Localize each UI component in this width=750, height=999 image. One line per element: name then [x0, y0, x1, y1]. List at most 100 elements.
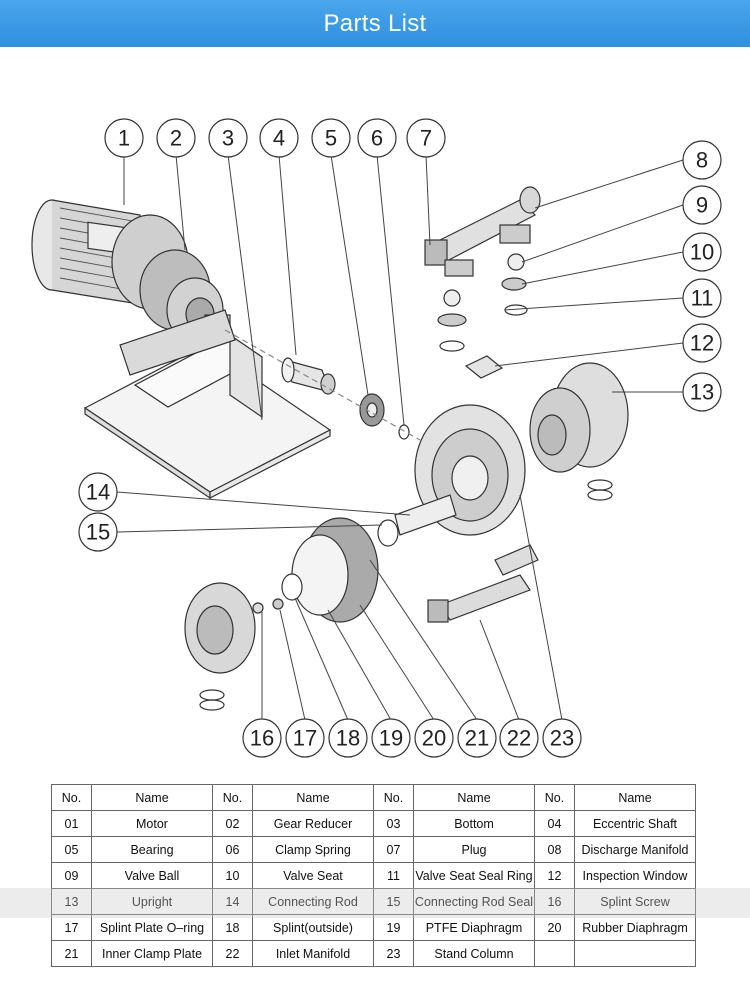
title-banner: Parts List — [0, 0, 750, 47]
callout-2: 2 — [170, 126, 182, 151]
callout-12: 12 — [690, 331, 714, 356]
table-cell: 23 — [373, 940, 414, 967]
table-cell: 07 — [373, 836, 414, 863]
table-cell: 13 — [51, 888, 92, 915]
table-cell: Valve Seat Seal Ring — [413, 862, 535, 889]
table-cell: Splint Plate O–ring — [91, 914, 213, 941]
callout-8: 8 — [696, 148, 708, 173]
ptfe-diaphragm-drawing — [291, 534, 349, 616]
table-header-row: No. Name No. Name No. Name No. Name — [51, 784, 696, 811]
table-cell: Bearing — [91, 836, 213, 863]
table-cell: 10 — [212, 862, 253, 889]
table-cell: 02 — [212, 810, 253, 837]
callout-22: 22 — [507, 726, 531, 751]
table-cell — [574, 940, 696, 967]
table-cell: 04 — [534, 810, 575, 837]
header-cell: Name — [413, 784, 535, 811]
table-cell: Connecting Rod Seal — [413, 888, 535, 915]
left-upright-drawing — [184, 582, 256, 711]
valve-ball-drawing — [443, 289, 461, 307]
callout-5: 5 — [325, 126, 337, 151]
table-cell: Bottom — [413, 810, 535, 837]
clamp-spring-drawing — [398, 424, 410, 440]
table-cell: 03 — [373, 810, 414, 837]
table-cell: 16 — [534, 888, 575, 915]
table-cell: Rubber Diaphragm — [574, 914, 696, 941]
table-cell: 21 — [51, 940, 92, 967]
table-cell: 22 — [212, 940, 253, 967]
callout-21: 21 — [465, 726, 489, 751]
table-row: 13 Upright 14 Connecting Rod 15 Connecti… — [51, 888, 696, 915]
table-cell: 20 — [534, 914, 575, 941]
table-cell — [534, 940, 575, 967]
valve-seat-drawing — [437, 313, 467, 327]
table-cell: 06 — [212, 836, 253, 863]
eccentric-shaft-drawing — [281, 357, 336, 395]
table-cell: Gear Reducer — [252, 810, 374, 837]
upright-drawing — [529, 362, 629, 501]
splint-screw-drawing — [252, 602, 264, 614]
table-row: 09 Valve Ball 10 Valve Seat 11 Valve Sea… — [51, 862, 696, 889]
table-cell: Stand Column — [413, 940, 535, 967]
header-cell: Name — [252, 784, 374, 811]
exploded-pump-diagram: 1 2 3 4 5 6 7 8 9 10 11 12 13 14 15 16 1… — [31, 118, 722, 758]
table-row: 01 Motor 02 Gear Reducer 03 Bottom 04 Ec… — [51, 810, 696, 837]
table-row: 17 Splint Plate O–ring 18 Splint(outside… — [51, 914, 696, 941]
table-row: 05 Bearing 06 Clamp Spring 07 Plug 08 Di… — [51, 836, 696, 863]
inspection-window-drawing — [464, 355, 504, 379]
table-cell: 01 — [51, 810, 92, 837]
table-cell: Valve Seat — [252, 862, 374, 889]
table-cell: Upright — [91, 888, 213, 915]
header-cell: Name — [574, 784, 696, 811]
callout-23: 23 — [550, 726, 574, 751]
table-cell: 05 — [51, 836, 92, 863]
discharge-manifold-drawing — [424, 186, 541, 277]
table-cell: 17 — [51, 914, 92, 941]
callout-11: 11 — [691, 286, 714, 311]
table-cell: PTFE Diaphragm — [413, 914, 535, 941]
table-cell: 19 — [373, 914, 414, 941]
table-cell: 18 — [212, 914, 253, 941]
table-cell: Inspection Window — [574, 862, 696, 889]
table-cell: 12 — [534, 862, 575, 889]
connecting-rod-drawing — [394, 494, 457, 536]
table-cell: Motor — [91, 810, 213, 837]
table-cell: Eccentric Shaft — [574, 810, 696, 837]
table-cell: Clamp Spring — [252, 836, 374, 863]
table-cell: Discharge Manifold — [574, 836, 696, 863]
table-cell: 15 — [373, 888, 414, 915]
callout-4: 4 — [273, 126, 285, 151]
inlet-manifold-drawing — [427, 544, 539, 623]
callout-16: 16 — [250, 726, 274, 751]
connecting-rod-seal-drawing — [377, 519, 399, 547]
callout-6: 6 — [371, 126, 383, 151]
splint-outside-drawing — [281, 573, 303, 601]
callout-20: 20 — [422, 726, 446, 751]
callout-9: 9 — [696, 193, 708, 218]
header-cell: No. — [51, 784, 92, 811]
table-cell: 14 — [212, 888, 253, 915]
table-cell: Splint(outside) — [252, 914, 374, 941]
table-cell: 11 — [373, 862, 414, 889]
gear-reducer-drawing — [119, 249, 236, 376]
header-cell: No. — [534, 784, 575, 811]
header-cell: No. — [212, 784, 253, 811]
callout-7: 7 — [420, 126, 432, 151]
callout-10: 10 — [690, 240, 714, 265]
table-cell: Inlet Manifold — [252, 940, 374, 967]
table-cell: Valve Ball — [91, 862, 213, 889]
table-cell: 08 — [534, 836, 575, 863]
header-cell: No. — [373, 784, 414, 811]
callout-17: 17 — [293, 726, 317, 751]
callout-1: 1 — [118, 126, 130, 151]
callout-19: 19 — [379, 726, 403, 751]
page-title: Parts List — [323, 9, 427, 37]
callout-18: 18 — [336, 726, 360, 751]
table-row: 21 Inner Clamp Plate 22 Inlet Manifold 2… — [51, 940, 696, 967]
callout-3: 3 — [222, 126, 234, 151]
header-cell: Name — [91, 784, 213, 811]
table-cell: 09 — [51, 862, 92, 889]
table-cell: Plug — [413, 836, 535, 863]
callout-15: 15 — [86, 520, 110, 545]
seal-ring-drawing — [439, 340, 465, 352]
